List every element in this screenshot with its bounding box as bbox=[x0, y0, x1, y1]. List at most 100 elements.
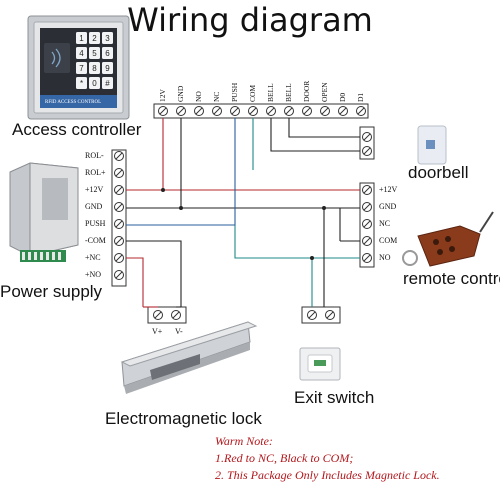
remote-control-device bbox=[402, 211, 494, 267]
keypad-key-label: 7 bbox=[79, 64, 84, 73]
power-terminal-label: GND bbox=[85, 202, 103, 211]
power-terminal-screw-slot bbox=[115, 237, 123, 245]
keypad-key bbox=[89, 62, 100, 74]
controller-terminal-screw-slot bbox=[285, 107, 293, 115]
power-terminal-screw-slot bbox=[115, 152, 123, 160]
remote-terminal-label: COM bbox=[379, 236, 398, 245]
power-terminal-screw-slot bbox=[115, 254, 123, 262]
controller-terminal-screw-slot bbox=[357, 107, 365, 115]
controller-terminal-label: D0 bbox=[338, 92, 347, 102]
power-terminal-block bbox=[111, 149, 127, 287]
remote-terminal-screw-slot bbox=[363, 220, 371, 228]
electromagnetic-lock-device bbox=[120, 321, 258, 394]
lock-terminal-vplus: V+ bbox=[152, 327, 163, 336]
remote-terminal-screw-slot bbox=[363, 237, 371, 245]
diagram-title: Wiring diagram bbox=[127, 1, 373, 39]
controller-terminal-label: COM bbox=[248, 84, 257, 102]
controller-terminal-screw-slot bbox=[321, 107, 329, 115]
wire-junctions bbox=[161, 188, 326, 260]
remote-terminal-label: +12V bbox=[379, 185, 398, 194]
power-terminal-label: +12V bbox=[85, 185, 104, 194]
keypad-key bbox=[89, 32, 100, 44]
warm-note-line-2: 2. This Package Only Includes Magnetic L… bbox=[215, 468, 440, 482]
keypad-key bbox=[102, 47, 113, 59]
controller-terminal-screw-slot bbox=[195, 107, 203, 115]
power-terminal-label: PUSH bbox=[85, 219, 106, 228]
keypad-key-label: # bbox=[105, 79, 110, 88]
keypad-key bbox=[89, 47, 100, 59]
controller-terminal-screw-slot bbox=[231, 107, 239, 115]
keypad-key bbox=[76, 62, 87, 74]
controller-terminal-label: BELL bbox=[284, 83, 293, 102]
controller-terminal-label: PUSH bbox=[230, 82, 239, 102]
controller-terminal-label: BELL bbox=[266, 83, 275, 102]
controller-terminal-screw-slot bbox=[249, 107, 257, 115]
controller-terminal-label: OPEN bbox=[320, 82, 329, 102]
remote-terminal-label: NO bbox=[379, 253, 391, 262]
power-terminal-screw-slot bbox=[115, 203, 123, 211]
power-terminal-label: ROL- bbox=[85, 151, 104, 160]
keypad-key bbox=[102, 77, 113, 89]
power-terminal-label: +NO bbox=[85, 270, 102, 279]
warm-note-line-1: 1.Red to NC, Black to COM; bbox=[215, 451, 354, 465]
keypad-key bbox=[76, 77, 87, 89]
lock-terminal-block bbox=[147, 306, 187, 324]
keypad-key bbox=[102, 62, 113, 74]
remote-terminal-label: GND bbox=[379, 202, 397, 211]
keypad-key-label: 5 bbox=[92, 49, 97, 58]
exit-switch-terminal-block bbox=[301, 306, 341, 324]
power-terminal-label: -COM bbox=[85, 236, 106, 245]
exit-switch-caption: Exit switch bbox=[294, 388, 375, 407]
controller-terminal-screw-slot bbox=[159, 107, 167, 115]
keypad-key bbox=[76, 47, 87, 59]
wires bbox=[126, 118, 360, 308]
keypad-key-label: * bbox=[80, 79, 83, 88]
power-terminal-screw-slot bbox=[115, 271, 123, 279]
controller-terminal-label: DOOR bbox=[302, 80, 311, 102]
keypad-key-label: 4 bbox=[79, 49, 84, 58]
doorbell-device bbox=[359, 125, 447, 165]
keypad-key-label: 0 bbox=[92, 79, 97, 88]
controller-terminal-label: D1 bbox=[356, 92, 365, 102]
em-lock-caption: Electromagnetic lock bbox=[105, 409, 262, 428]
access-controller-caption: Access controller bbox=[12, 120, 142, 139]
warm-note-heading: Warm Note: bbox=[215, 434, 273, 448]
keypad-key-label: 1 bbox=[79, 34, 84, 43]
keypad-key-label: 9 bbox=[105, 64, 110, 73]
controller-terminal-screw-slot bbox=[303, 107, 311, 115]
power-supply-device bbox=[9, 162, 79, 262]
remote-terminal-block bbox=[359, 182, 375, 268]
exit-switch-device bbox=[299, 347, 341, 381]
power-terminal-screw-slot bbox=[115, 220, 123, 228]
keypad-key-label: 3 bbox=[105, 34, 110, 43]
keypad-key-label: 6 bbox=[105, 49, 110, 58]
power-terminal-screw-slot bbox=[115, 186, 123, 194]
controller-terminal-block bbox=[153, 103, 369, 119]
warm-note: Warm Note: 1.Red to NC, Black to COM; 2.… bbox=[215, 433, 440, 484]
remote-terminal-label: NC bbox=[379, 219, 391, 228]
controller-terminal-label: NO bbox=[194, 91, 203, 102]
power-terminal-label: +NC bbox=[85, 253, 101, 262]
remote-terminal-screw-slot bbox=[363, 203, 371, 211]
keypad-brand-label: RFID ACCESS CONTROL bbox=[45, 100, 102, 105]
remote-control-caption: remote control bbox=[403, 269, 500, 288]
keypad-key bbox=[76, 32, 87, 44]
controller-terminal-screw-slot bbox=[213, 107, 221, 115]
power-terminal-screw-slot bbox=[115, 169, 123, 177]
controller-terminal-screw-slot bbox=[339, 107, 347, 115]
power-supply-caption: Power supply bbox=[0, 282, 103, 301]
keypad-key-label: 8 bbox=[92, 64, 97, 73]
controller-terminal-screw-slot bbox=[267, 107, 275, 115]
remote-terminal-screw-slot bbox=[363, 254, 371, 262]
keypad-key bbox=[102, 32, 113, 44]
keypad-key-label: 2 bbox=[92, 34, 97, 43]
remote-terminal-screw-slot bbox=[363, 186, 371, 194]
lock-terminal-vminus: V- bbox=[175, 327, 183, 336]
controller-terminal-screw-slot bbox=[177, 107, 185, 115]
doorbell-caption: doorbell bbox=[408, 163, 469, 182]
controller-terminal-label: NC bbox=[212, 91, 221, 102]
keypad-key bbox=[89, 77, 100, 89]
controller-terminal-label: GND bbox=[176, 85, 185, 102]
power-terminal-label: ROL+ bbox=[85, 168, 106, 177]
